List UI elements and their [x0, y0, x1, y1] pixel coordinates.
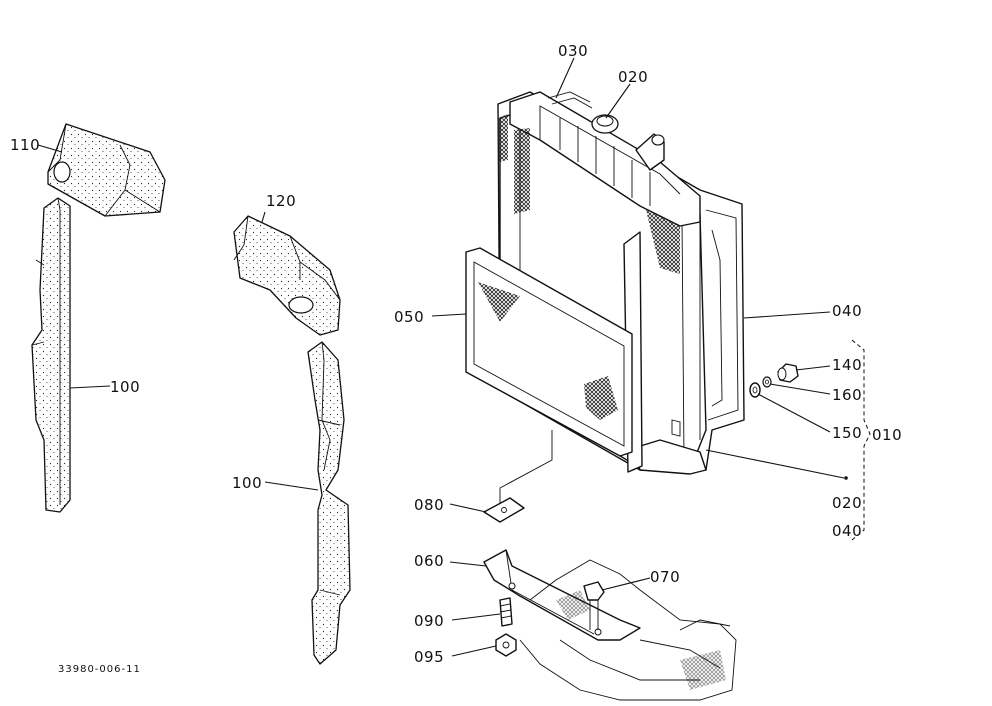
label-150: 150: [832, 424, 862, 442]
label-090: 090: [414, 612, 444, 630]
label-020-top: 020: [618, 68, 648, 86]
label-070: 070: [650, 568, 680, 586]
foam-strip-100-mid: [307, 341, 351, 665]
label-120: 120: [266, 192, 296, 210]
label-010: 010: [872, 426, 902, 444]
label-140: 140: [832, 356, 862, 374]
label-030: 030: [558, 42, 588, 60]
engine-housing: [519, 559, 737, 701]
label-100-left: 100: [110, 378, 140, 396]
label-110: 110: [10, 136, 40, 154]
label-050: 050: [394, 308, 424, 326]
foam-block-110: [47, 123, 166, 217]
drawing-code: 33980-006-11: [58, 664, 141, 675]
label-160: 160: [832, 386, 862, 404]
drain-plug-140: [777, 363, 799, 383]
washer-150: [749, 382, 761, 398]
stud-090: [499, 597, 513, 627]
label-100-mid: 100: [232, 474, 262, 492]
foam-strip-100-left: [31, 197, 71, 513]
bracket-060: [483, 549, 641, 641]
pad-080: [483, 497, 525, 523]
washer-160: [762, 376, 772, 388]
nut-095: [495, 633, 517, 657]
label-040-right: 040: [832, 302, 862, 320]
bolt-070: [583, 581, 605, 630]
label-080: 080: [414, 496, 444, 514]
label-020-bottom: 020: [832, 494, 862, 512]
foam-block-120: [233, 215, 341, 336]
label-060: 060: [414, 552, 444, 570]
screen-050: [465, 247, 633, 457]
label-040-bottom: 040: [832, 522, 862, 540]
label-095: 095: [414, 648, 444, 666]
